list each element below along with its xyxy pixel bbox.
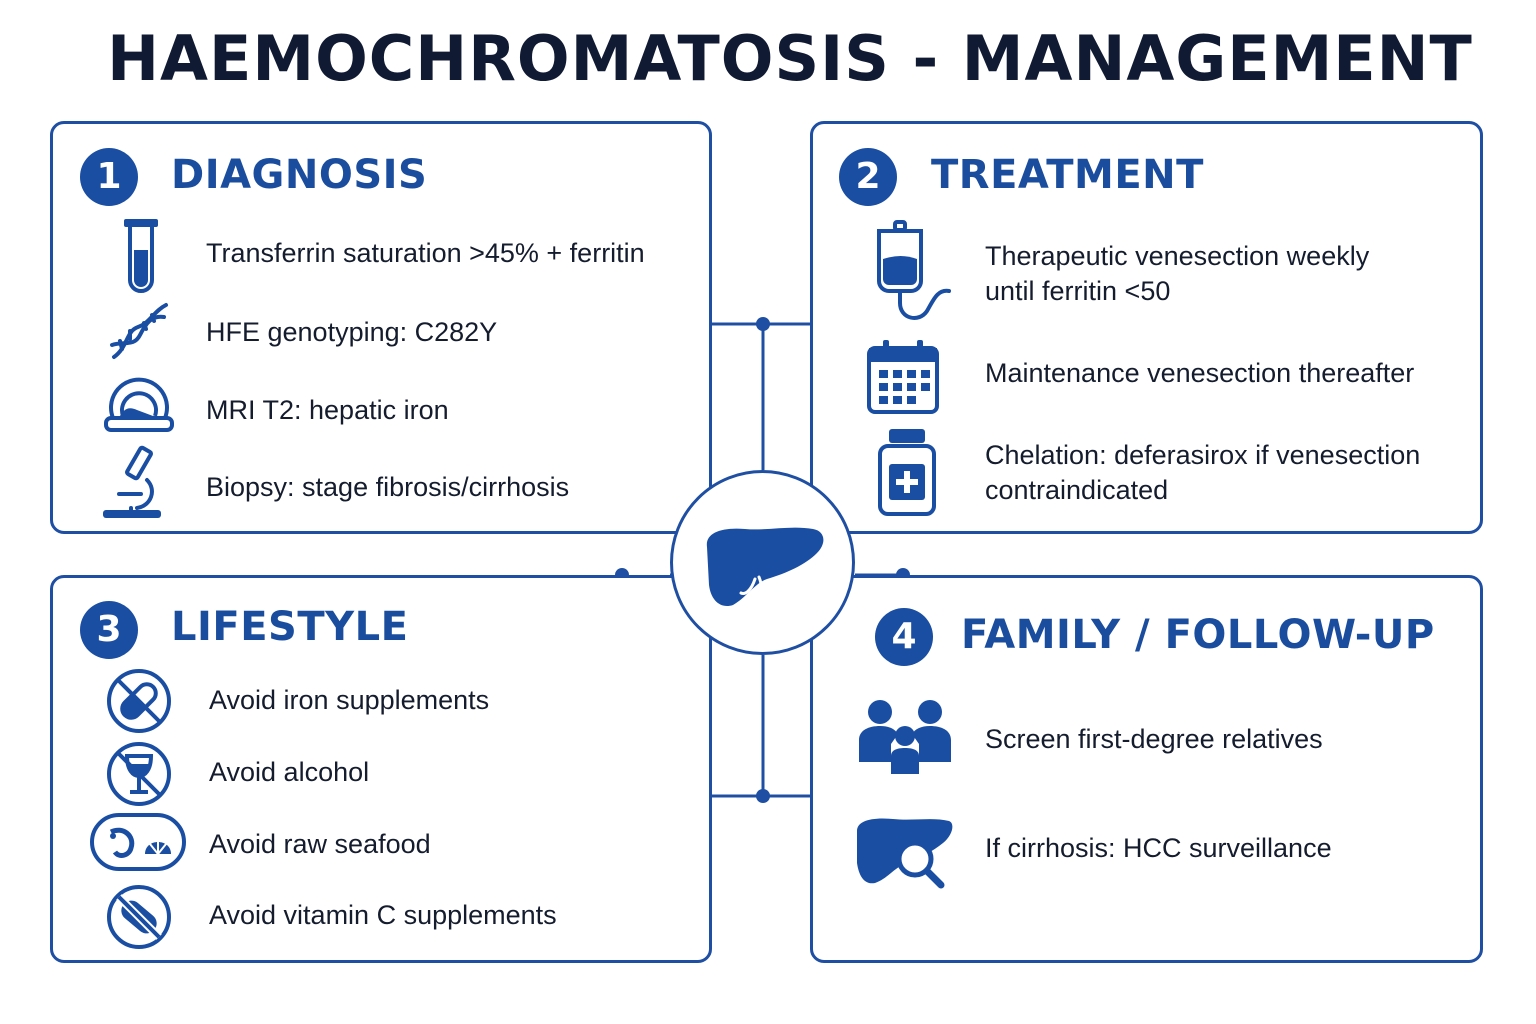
- dna-icon: [110, 303, 168, 359]
- treatment-item-chelation-line2: contraindicated: [985, 475, 1169, 505]
- microscope-icon: [103, 445, 161, 518]
- diagnosis-item-mri: MRI T2: hepatic iron: [206, 395, 449, 425]
- diagnosis-panel: 1 DIAGNOSIS Transferrin saturation >45% …: [50, 121, 712, 534]
- diagnosis-number-badge: 1: [80, 148, 138, 206]
- lifestyle-item-alcohol: Avoid alcohol: [209, 757, 370, 787]
- family-item-hcc-surveillance: If cirrhosis: HCC surveillance: [985, 833, 1332, 863]
- lifestyle-panel: 3 LIFESTYLE Avoid iron supplements Avoid…: [50, 575, 712, 963]
- diagnosis-heading: DIAGNOSIS: [171, 152, 428, 198]
- calendar-icon: [867, 340, 939, 414]
- treatment-heading: TREATMENT: [931, 152, 1204, 198]
- lifestyle-heading: LIFESTYLE: [171, 604, 409, 650]
- treatment-item-venesection-weekly-line1: Therapeutic venesection weekly: [985, 241, 1370, 271]
- family-number-badge: 4: [875, 608, 933, 666]
- mri-scanner-icon: [104, 377, 174, 432]
- family-followup-panel: 4 FAMILY / FOLLOW-UP Screen first-degree…: [810, 575, 1483, 963]
- blood-bag-icon: [877, 220, 951, 320]
- no-capsule-icon: [107, 885, 171, 949]
- treatment-item-venesection-weekly-line2: until ferritin <50: [985, 276, 1171, 306]
- lifestyle-item-seafood: Avoid raw seafood: [209, 829, 431, 859]
- treatment-panel: 2 TREATMENT Therapeutic venesection week…: [810, 121, 1483, 534]
- treatment-item-maintenance: Maintenance venesection thereafter: [985, 358, 1415, 388]
- diagnosis-item-transferrin: Transferrin saturation >45% + ferritin: [206, 238, 645, 268]
- test-tube-icon: [124, 219, 158, 293]
- no-alcohol-icon: [107, 742, 171, 806]
- family-item-screen-relatives: Screen first-degree relatives: [985, 724, 1323, 754]
- liver-icon: [706, 527, 824, 607]
- central-liver-hub: [670, 470, 855, 655]
- treatment-number-badge: 2: [839, 148, 897, 206]
- page-title: HAEMOCHROMATOSIS - MANAGEMENT: [107, 22, 1473, 95]
- lifestyle-item-vitamin-c: Avoid vitamin C supplements: [209, 900, 557, 930]
- family-icon: [859, 700, 951, 774]
- lifestyle-item-iron: Avoid iron supplements: [209, 685, 490, 715]
- medicine-bottle-icon: [878, 429, 936, 516]
- liver-search-icon: [857, 818, 953, 889]
- diagnosis-item-hfe: HFE genotyping: C282Y: [206, 317, 498, 347]
- family-heading: FAMILY / FOLLOW-UP: [961, 612, 1435, 658]
- diagnosis-item-biopsy: Biopsy: stage fibrosis/cirrhosis: [206, 472, 570, 502]
- treatment-item-chelation-line1: Chelation: deferasirox if venesection: [985, 440, 1421, 470]
- lifestyle-number-badge: 3: [80, 601, 138, 659]
- seafood-icon: [90, 813, 186, 871]
- no-pill-icon: [107, 669, 171, 733]
